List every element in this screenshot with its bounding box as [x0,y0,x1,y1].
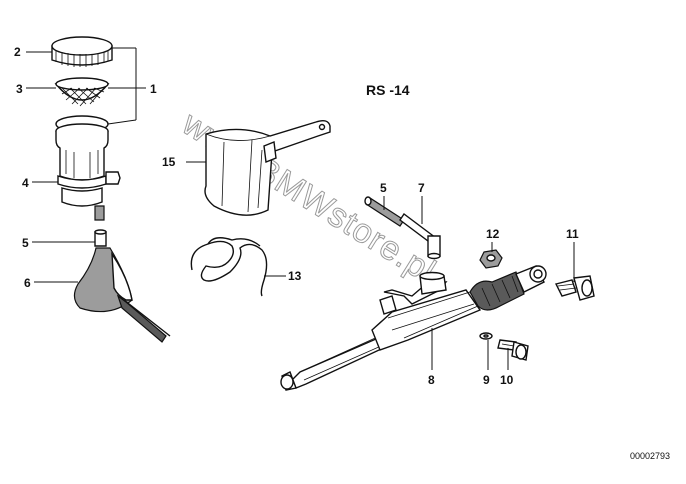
callout-9: 9 [483,373,490,387]
callout-8: 8 [428,373,435,387]
rubber-boot [73,247,171,343]
callout-3: 3 [16,82,23,96]
callout-5-right: 5 [380,181,387,195]
bolt-11 [554,275,595,301]
callout-1: 1 [150,82,157,96]
callout-4: 4 [22,176,29,190]
callout-6: 6 [24,276,31,290]
callout-2: 2 [14,45,21,59]
hex-nut-12 [479,249,503,269]
strainer-screen [54,77,110,107]
mounting-bracket [204,119,331,216]
washer-9 [479,332,493,340]
callout-12: 12 [486,227,500,241]
spring-clip [190,237,268,297]
callout-7: 7 [418,181,425,195]
callout-5-left: 5 [22,236,29,250]
clevis-7 [399,212,441,260]
callout-11: 11 [566,227,579,241]
fluid-reservoir [55,115,121,221]
document-number: 00002793 [630,451,670,461]
reservoir-cap [51,36,113,67]
piston-boot [469,271,525,311]
rod-end-eye [515,265,547,293]
bolt-10 [497,339,529,361]
callout-15: 15 [162,155,176,169]
diagram-title: RS -14 [366,82,410,98]
master-cylinder-body [280,271,482,391]
callout-10: 10 [500,373,514,387]
callout-13: 13 [288,269,302,283]
hose-connector [94,229,107,247]
